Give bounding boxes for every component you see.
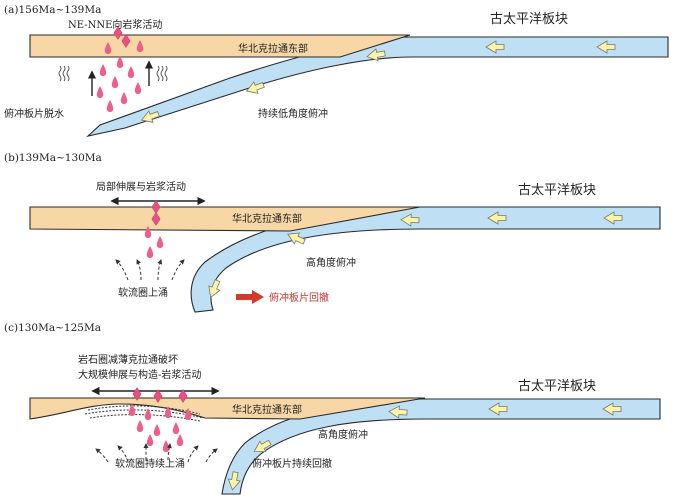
- panel-a-time-label: (a)156Ma~139Ma: [4, 4, 101, 16]
- panel-c-plate-label: 古太平洋板块: [518, 379, 596, 394]
- panel-b-upwelling-arrows: [115, 259, 185, 281]
- panel-b-craton: [29, 206, 421, 232]
- panel-c-time-label: (c)130Ma~125Ma: [4, 322, 101, 334]
- panel-b-upwelling-label: 软流圈上涌: [118, 286, 168, 299]
- panel-a-craton-label: 华北克拉通东部: [238, 42, 308, 55]
- panel-c-upwelling-label: 软流圈持续上涌: [115, 457, 185, 470]
- panel-a-dewater-label: 俯冲板片脱水: [4, 107, 64, 120]
- panel-b-rollback-label: 俯冲板片回撤: [269, 291, 329, 304]
- panel-c-craton: [29, 397, 426, 420]
- panel-c: (c)130Ma~125Ma 古太平洋板块 华北克拉通东部 岩石圈减薄克拉通破坏…: [4, 322, 661, 495]
- panel-c-extension-label: 大规模伸展与构造-岩浆活动: [78, 368, 201, 381]
- panel-a-dehydration-marks: [58, 65, 168, 82]
- panel-b-craton-label: 华北克拉通东部: [232, 212, 302, 225]
- panel-b-magma-label: 局部伸展与岩浆活动: [96, 180, 186, 193]
- panel-b-time-label: (b)139Ma~130Ma: [4, 152, 102, 164]
- panel-c-destruction-label: 岩石圈减薄克拉通破坏: [78, 353, 178, 366]
- panel-b-plate-label: 古太平洋板块: [518, 183, 596, 198]
- panel-a: (a)156Ma~139Ma 古太平洋板块 华北克拉通东部 NE-NNE向岩浆活…: [4, 4, 669, 137]
- panel-c-upwelling-arrows: [95, 443, 218, 463]
- panel-a-subduction-label: 持续低角度俯冲: [258, 107, 328, 120]
- panel-c-rollback-label: 俯冲板片持续回撤: [252, 457, 332, 470]
- panel-b-subduction-label: 高角度俯冲: [306, 256, 356, 269]
- panel-b: (b)139Ma~130Ma 古太平洋板块 华北克拉通东部 局部伸展与岩浆活动 …: [4, 152, 661, 313]
- panel-a-plate-label: 古太平洋板块: [490, 12, 568, 27]
- panel-a-magma-label: NE-NNE向岩浆活动: [68, 18, 162, 31]
- panel-c-magma-droplets: [128, 387, 192, 452]
- panel-c-subduction-label: 高角度俯冲: [318, 428, 368, 441]
- panel-b-rollback-arrow: [236, 290, 264, 304]
- panel-c-craton-label: 华北克拉通东部: [232, 403, 302, 416]
